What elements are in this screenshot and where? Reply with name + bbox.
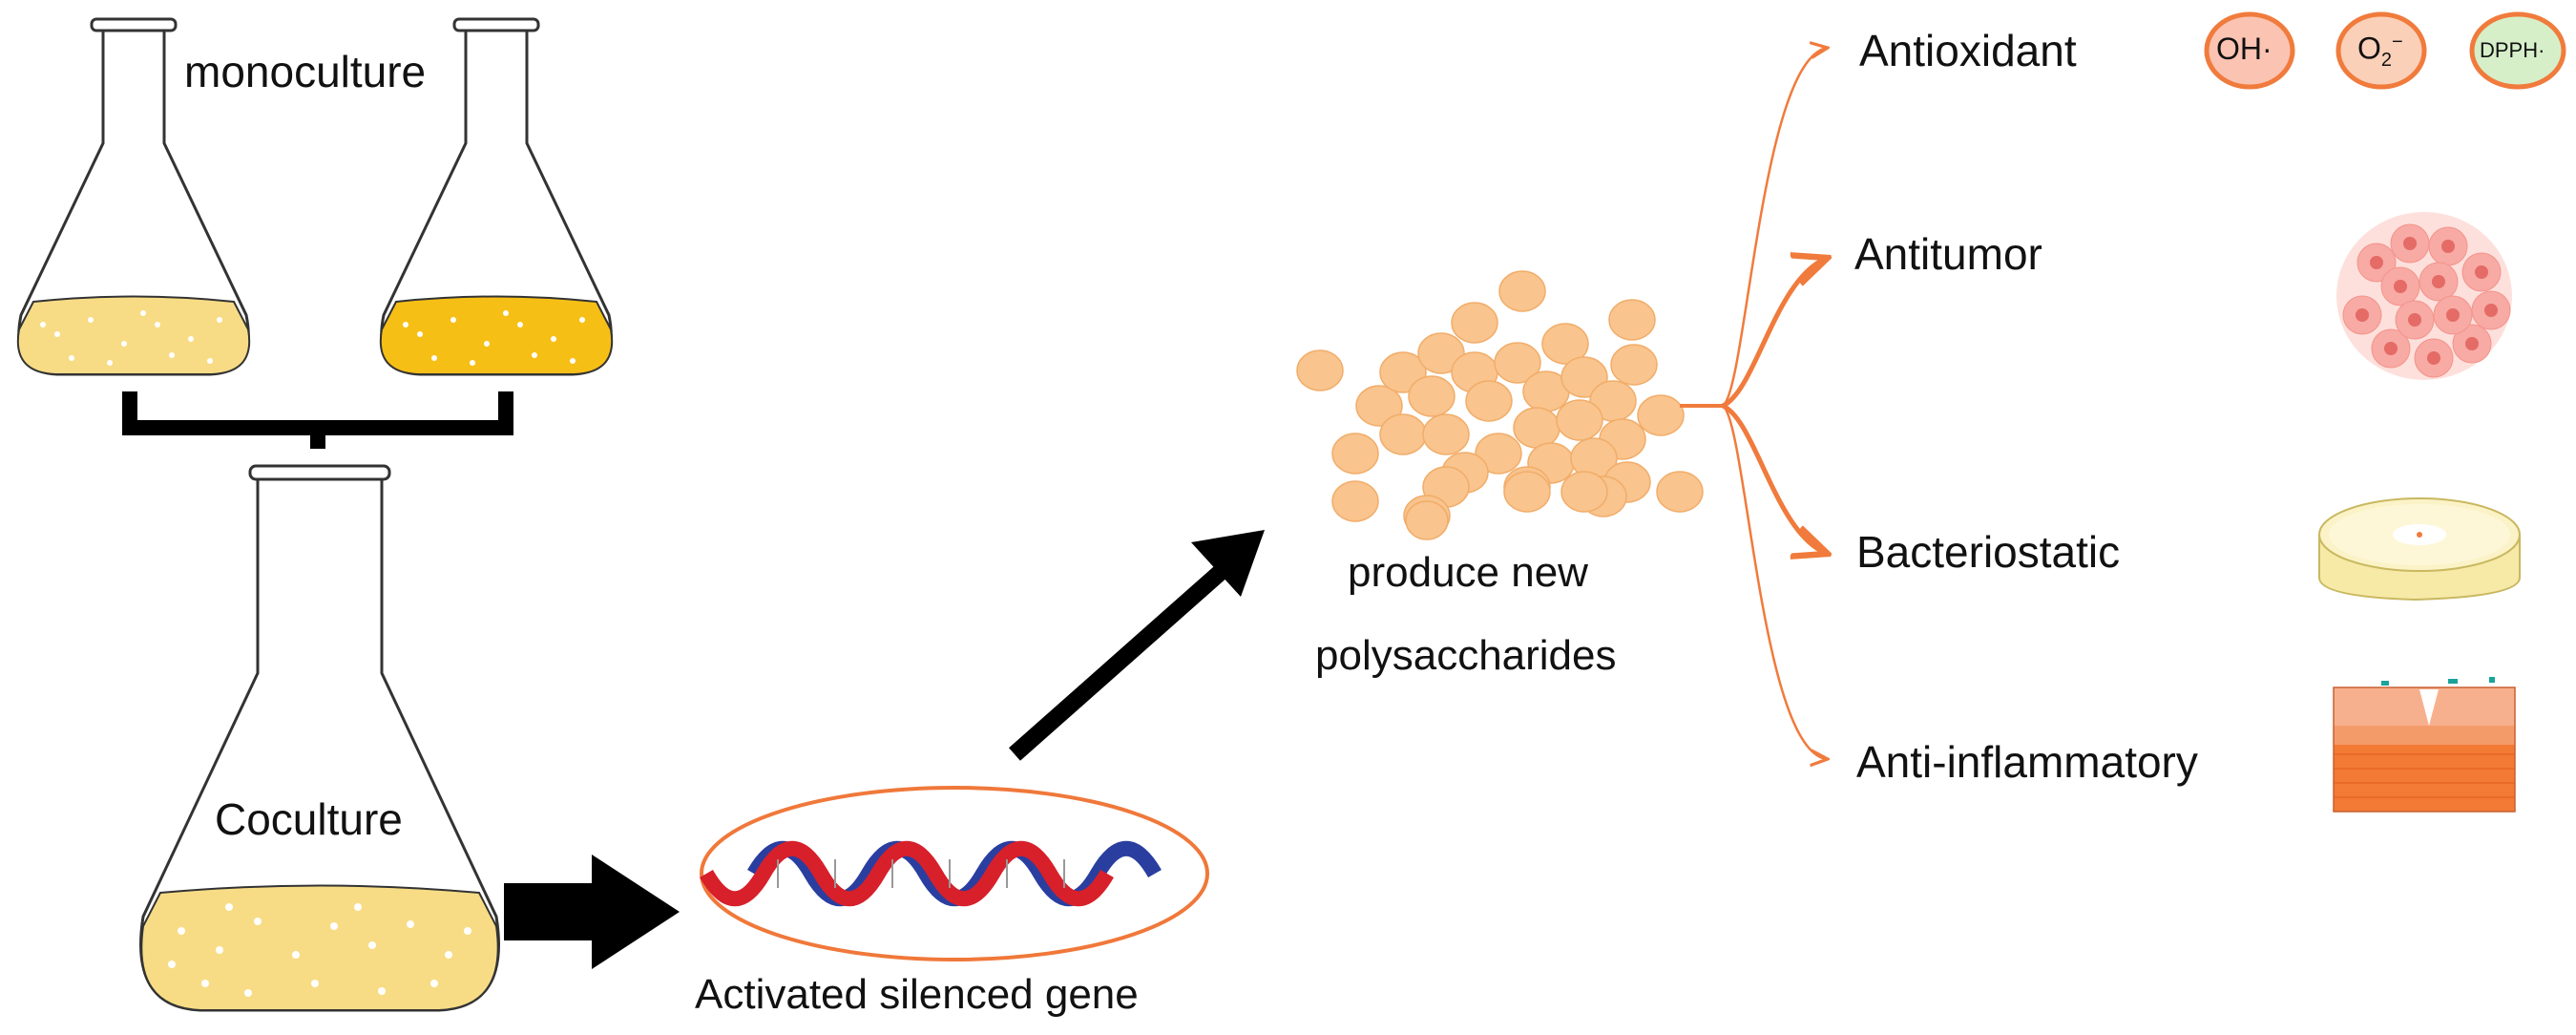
activity-bacteriostatic-label: Bacteriostatic (1856, 527, 2121, 577)
hydroxyl-radical-label: OH· (2216, 32, 2272, 66)
polysaccharide-cluster-icon (1296, 270, 1704, 540)
arrow-to-polysaccharides (1009, 530, 1265, 761)
monoculture-flask-gold (379, 17, 614, 376)
activity-antitumor-label: Antitumor (1854, 229, 2042, 279)
activated-gene-label: Activated silenced gene (695, 971, 1139, 1018)
merge-bracket (122, 391, 513, 449)
petri-dish-icon (2318, 497, 2521, 602)
dpph-radical-label: DPPH· (2480, 38, 2545, 62)
superoxide-label: O2− (2357, 31, 2403, 72)
monoculture-flask-pale (16, 17, 251, 376)
produce-label-line1: produce new (1348, 549, 1588, 596)
radical-species-icon (2204, 11, 2566, 90)
activated-gene-dna-icon (700, 786, 1209, 961)
arrow-to-gene (504, 855, 680, 969)
activity-branches (1680, 48, 1828, 759)
activity-anti-inflammatory-label: Anti-inflammatory (1856, 737, 2198, 787)
activity-antioxidant-label: Antioxidant (1859, 26, 2077, 75)
produce-label-line2: polysaccharides (1315, 632, 1617, 679)
skin-tissue-icon (2333, 677, 2516, 813)
tumor-cell-cluster-icon (2336, 212, 2512, 380)
coculture-label: Coculture (215, 794, 403, 844)
monoculture-label: monoculture (184, 47, 427, 96)
coculture-flask (139, 464, 500, 1012)
